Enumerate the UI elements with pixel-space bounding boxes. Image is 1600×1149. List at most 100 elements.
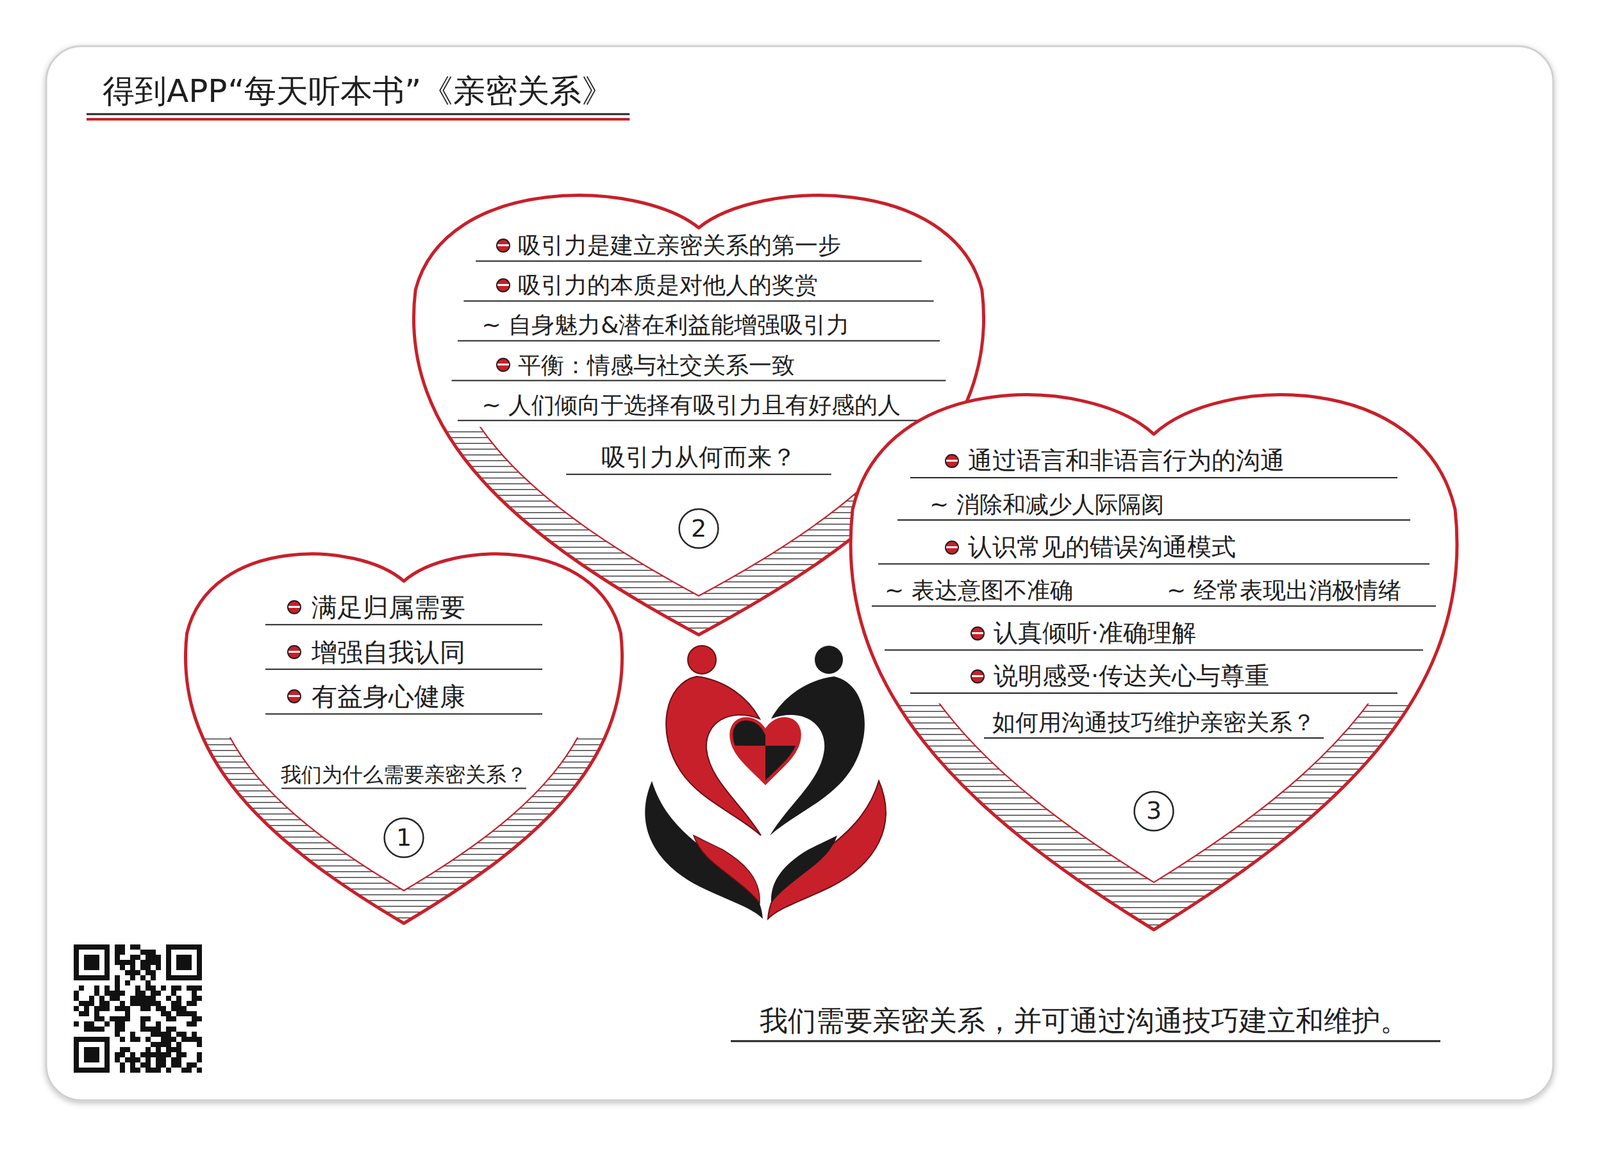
heart-heading: 吸引力从何而来？ <box>601 442 797 473</box>
bullet-dot <box>287 644 302 659</box>
heart-point: 吸引力的本质是对他人的奖赏 <box>517 271 818 299</box>
text-line: 1 <box>396 823 412 853</box>
text-underline <box>878 562 1430 565</box>
text-line: 通过语言和非语言行为的沟通 <box>967 446 1285 476</box>
heart-quarter <box>765 707 809 746</box>
heart-point: 平衡：情感与社交关系一致 <box>517 351 795 379</box>
heart-heading: 我们为什么需要亲密关系？ <box>280 762 527 787</box>
number-circle <box>384 817 424 858</box>
text-underline <box>265 712 543 715</box>
heart-border <box>850 394 1458 930</box>
heart-panel: 通过语言和非语言行为的沟通 ~ 消除和减少人际隔阂认识常见的错误沟通模式 ~ 表达意… <box>833 391 1475 930</box>
heart-inner-group <box>880 703 1427 883</box>
heart-border <box>185 553 622 924</box>
heart-point: 满足归属需要 <box>311 591 466 623</box>
red-hand-group <box>767 780 886 919</box>
text-line: 我们为什么需要亲密关系？ <box>280 762 527 787</box>
black-hand <box>644 780 763 919</box>
text-underline <box>910 692 1398 694</box>
text-line: 有益身心健康 <box>311 680 466 712</box>
text-underline <box>265 623 543 625</box>
text-line: 吸引力从何而来？ <box>601 442 797 473</box>
text-line: 3 <box>1146 796 1162 826</box>
text-underline <box>451 380 947 382</box>
heart-point: 认真倾听·准确理解 <box>993 618 1197 649</box>
number-circle <box>1134 791 1174 831</box>
title-underline <box>86 117 630 121</box>
text-underline <box>457 419 940 422</box>
text-underline <box>910 476 1398 479</box>
heart-quarter <box>722 745 766 791</box>
text-underline <box>566 473 832 475</box>
red-inner-hand <box>693 835 760 903</box>
text-line: 认识常见的错误沟通模式 <box>967 532 1236 563</box>
heart-point: ~ 消除和减少人际隔阂 <box>929 490 1165 518</box>
text-line: 2 <box>691 514 707 544</box>
red-hand <box>767 780 886 919</box>
heart-inner-line <box>880 703 1427 883</box>
text-underline <box>265 668 543 670</box>
bullet-dot <box>970 669 985 684</box>
bullet-dot <box>496 357 511 372</box>
number-circle <box>679 508 719 549</box>
title-text: 得到APP“每天听本书”《亲密关系》 <box>102 71 614 111</box>
text-underline <box>475 260 922 262</box>
text-line: ~ 经常表现出消极情绪 <box>1166 576 1402 604</box>
heart-inner-line <box>207 737 601 891</box>
heart-outline <box>731 718 800 783</box>
bullet-dot <box>496 278 511 293</box>
red-head <box>687 645 717 674</box>
text-underline <box>463 300 934 302</box>
black-inner-hand <box>771 835 838 903</box>
text-line: 平衡：情感与社交关系一致 <box>517 351 795 379</box>
quartered-heart <box>722 707 809 791</box>
bullet-dot <box>944 540 959 555</box>
black-inner-hand-group <box>771 835 838 903</box>
text-underline <box>457 339 940 342</box>
callout-number: 2 <box>691 514 707 544</box>
heart-point: 有益身心健康 <box>311 680 466 712</box>
heart-hatch-band <box>185 737 622 924</box>
text-underline <box>871 605 1436 607</box>
qr-modules <box>73 944 202 1073</box>
text-underline <box>897 519 1411 521</box>
heart-quarter <box>765 745 809 791</box>
title-underline <box>86 113 630 116</box>
text-line: ~ 人们倾向于选择有吸引力且有好感的人 <box>482 391 902 419</box>
heart-point: ~ 表达意图不准确 <box>884 576 1074 604</box>
text-line: 认真倾听·准确理解 <box>993 618 1197 649</box>
text-line: ~ 自身魅力&潜在利益能增强吸引力 <box>482 310 850 339</box>
black-head <box>814 645 843 674</box>
bullet-dot <box>287 600 302 615</box>
heart-point: 吸引力是建立亲密关系的第一步 <box>517 231 842 259</box>
text-line: 增强自我认同 <box>311 636 466 668</box>
text-underline <box>884 649 1424 651</box>
heart-point: 通过语言和非语言行为的沟通 <box>967 446 1285 476</box>
heart-inner-group <box>207 737 601 891</box>
heart-point: ~ 自身魅力&潜在利益能增强吸引力 <box>482 310 850 339</box>
bullet-dot <box>496 238 511 253</box>
couple-illustration <box>644 645 886 919</box>
callout-number: 1 <box>396 823 412 853</box>
heart-hatch-band <box>850 703 1458 930</box>
heart-heading: 如何用沟通技巧维护亲密关系？ <box>992 708 1316 736</box>
bullet-dot <box>970 626 985 641</box>
caption-text: 我们需要亲密关系，并可通过沟通技巧建立和维护。 <box>759 1003 1409 1038</box>
text-line: 满足归属需要 <box>311 591 466 623</box>
heart-point: ~ 人们倾向于选择有吸引力且有好感的人 <box>482 391 902 419</box>
qr-code <box>73 944 202 1073</box>
text-line: 吸引力是建立亲密关系的第一步 <box>517 231 842 259</box>
underline-group <box>86 114 1441 1042</box>
page-frame <box>46 46 1554 1100</box>
heart-point: 认识常见的错误沟通模式 <box>967 532 1236 563</box>
caption-underline <box>730 1039 1441 1042</box>
title-text-box: 得到APP“每天听本书”《亲密关系》 <box>102 71 614 111</box>
text-line: ~ 消除和减少人际隔阂 <box>929 490 1165 518</box>
callout-number: 3 <box>1146 796 1162 826</box>
text-underline <box>281 787 527 790</box>
heart-point: 增强自我认同 <box>311 636 466 668</box>
heart-fill <box>850 394 1458 930</box>
heart-point: ~ 经常表现出消极情绪 <box>1166 576 1402 604</box>
text-line: 说明感受·传达关心与尊重 <box>993 661 1270 692</box>
